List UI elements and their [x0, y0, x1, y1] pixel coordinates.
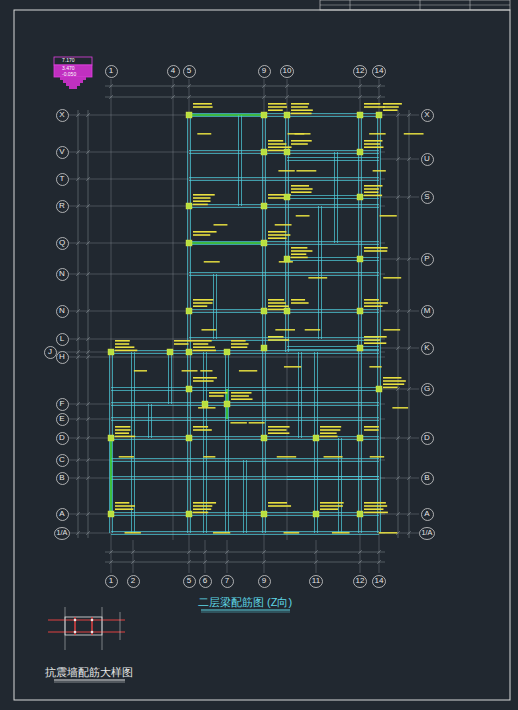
grid-bubble: X [56, 109, 69, 122]
grid-label: 12 [356, 577, 365, 585]
grid-bubble: N [56, 268, 69, 281]
grid-bubble: 14 [372, 575, 386, 588]
grid-bubble: 5 [183, 575, 196, 588]
elevation-value: -0.050 [62, 72, 76, 77]
grid-label: T [60, 175, 65, 183]
grid-bubble: V [56, 146, 69, 159]
grid-bubble: 1/A [419, 527, 435, 540]
grid-label: 1 [109, 577, 113, 585]
grid-label: R [59, 202, 65, 210]
grid-bubble: C [56, 454, 69, 467]
grid-label: B [424, 474, 429, 482]
grid-bubble: 5 [183, 65, 196, 78]
grid-bubble: K [421, 342, 434, 355]
grid-bubble: 14 [372, 65, 386, 78]
grid-bubble: 6 [199, 575, 212, 588]
grid-label: K [424, 344, 429, 352]
grid-label: 1 [109, 67, 113, 75]
grid-bubble: 2 [127, 575, 140, 588]
grid-label: 2 [131, 577, 135, 585]
grid-bubble: 12 [353, 65, 367, 78]
grid-label: 6 [203, 577, 207, 585]
grid-label: H [59, 353, 65, 361]
grid-bubble: 1 [105, 65, 118, 78]
grid-bubble: R [56, 200, 69, 213]
detail-title: 抗震墙配筋大样图 [45, 667, 133, 678]
grid-bubble: B [56, 472, 69, 485]
grid-bubble: U [421, 153, 434, 166]
drawing-title: 二层梁配筋图 (Z向) [198, 597, 292, 608]
grid-bubble: P [421, 253, 434, 266]
grid-bubble: A [421, 508, 434, 521]
grid-bubble: 12 [353, 575, 367, 588]
grid-label: 11 [312, 577, 320, 585]
grid-bubble: L [56, 333, 69, 346]
grid-bubble: X [421, 109, 434, 122]
grid-label: D [424, 434, 430, 442]
grid-bubble: 10 [280, 65, 294, 78]
grid-label: E [59, 415, 64, 423]
grid-label: 5 [187, 577, 191, 585]
grid-label: 4 [171, 67, 175, 75]
grid-bubble: T [56, 173, 69, 186]
grid-bubble: 1 [105, 575, 118, 588]
grid-bubble: S [421, 191, 434, 204]
grid-label: U [424, 155, 430, 163]
grid-bubble: E [56, 413, 69, 426]
grid-bubble: D [56, 432, 69, 445]
grid-bubble: H [56, 351, 69, 364]
grid-label: D [59, 434, 65, 442]
grid-bubble: B [421, 472, 434, 485]
grid-label: 1/A [57, 529, 68, 536]
grid-bubble: Q [56, 237, 69, 250]
grid-label: C [59, 456, 65, 464]
grid-label: 14 [375, 577, 384, 585]
grid-label: V [59, 148, 64, 156]
grid-label: 7 [225, 577, 229, 585]
grid-label: P [424, 255, 429, 263]
grid-label: 14 [375, 67, 384, 75]
grid-bubble: 4 [167, 65, 180, 78]
grid-label: 12 [356, 67, 365, 75]
grid-label: B [59, 474, 64, 482]
grid-label: 9 [262, 67, 266, 75]
grid-bubble: A [56, 508, 69, 521]
grid-label: X [59, 111, 64, 119]
grid-label: L [60, 335, 64, 343]
grid-bubble: 11 [309, 575, 323, 588]
grid-label: S [424, 193, 429, 201]
grid-bubble: 1/A [54, 527, 70, 540]
grid-bubble: 7 [221, 575, 234, 588]
grid-label: N [59, 307, 65, 315]
grid-bubble: N [56, 305, 69, 318]
grid-bubble: 9 [258, 575, 271, 588]
grid-label: X [424, 111, 429, 119]
grid-label: M [424, 307, 431, 315]
grid-bubble: F [56, 398, 69, 411]
grid-label: N [59, 270, 65, 278]
grid-label: 1/A [422, 529, 433, 536]
grid-label: G [424, 385, 430, 393]
grid-label: 9 [262, 577, 266, 585]
grid-label: Q [59, 239, 65, 247]
grid-bubble: G [421, 383, 434, 396]
grid-label: J [48, 348, 52, 356]
grid-label: A [424, 510, 429, 518]
grid-bubble: J [44, 346, 57, 359]
elevation-value: 3.470 [62, 66, 75, 71]
elevation-value: 7.170 [62, 58, 75, 63]
grid-bubble: M [421, 305, 434, 318]
grid-label: 5 [187, 67, 191, 75]
grid-label: A [59, 510, 64, 518]
grid-label: F [60, 400, 65, 408]
grid-label: 10 [283, 67, 292, 75]
grid-bubble: 9 [258, 65, 271, 78]
grid-bubble: D [421, 432, 434, 445]
